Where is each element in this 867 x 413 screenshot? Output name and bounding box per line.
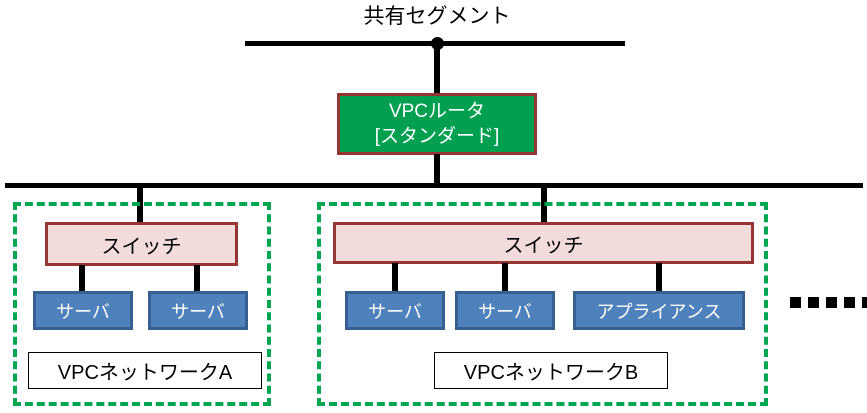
ellipsis-square-5 bbox=[862, 297, 867, 308]
switch-b-box[interactable]: スイッチ bbox=[333, 222, 754, 264]
vpc-network-a-label: VPCネットワークA bbox=[57, 362, 233, 384]
shared-segment-title: 共有セグメント bbox=[363, 5, 511, 28]
switch-b-port-1-line bbox=[392, 263, 398, 293]
ellipsis-square-4 bbox=[844, 297, 855, 308]
vpc-network-b-label: VPCネットワークB bbox=[463, 362, 639, 384]
vpc-router-label-line1: VPCルータ bbox=[388, 101, 486, 122]
router-uplink-line bbox=[434, 44, 440, 95]
switch-a-box[interactable]: スイッチ bbox=[45, 222, 238, 266]
vpc-b-node-appliance-label: アプライアンス bbox=[596, 301, 722, 322]
vpc-router-box[interactable]: VPCルータ [スタンダード] bbox=[337, 93, 537, 155]
vpc-network-b-container bbox=[317, 202, 768, 406]
router-downlink-line bbox=[434, 154, 440, 187]
ellipsis-square-3 bbox=[826, 297, 837, 308]
switch-a-port-2-line bbox=[194, 265, 200, 293]
vpc-network-a-label-box: VPCネットワークA bbox=[28, 352, 262, 389]
switch-b-label: スイッチ bbox=[503, 234, 584, 257]
more-networks-ellipsis-icon bbox=[790, 297, 867, 308]
switch-b-port-2-line bbox=[502, 263, 508, 293]
vpc-backbone-bus-line bbox=[5, 183, 863, 188]
vpc-a-node-server-2[interactable]: サーバ bbox=[148, 291, 248, 330]
vpc-a-node-server-1-label: サーバ bbox=[56, 301, 110, 322]
vpc-network-b-label-box: VPCネットワークB bbox=[434, 352, 668, 389]
vpc-a-node-server-2-label: サーバ bbox=[171, 301, 225, 322]
ellipsis-square-2 bbox=[808, 297, 819, 308]
vpc-b-node-appliance[interactable]: アプライアンス bbox=[573, 291, 745, 330]
switch-b-port-3-line bbox=[656, 263, 662, 293]
ellipsis-square-1 bbox=[790, 297, 801, 308]
vpc-network-a-container bbox=[13, 202, 271, 406]
vpc-b-node-server-2[interactable]: サーバ bbox=[455, 291, 555, 330]
vpc-router-label-line2: [スタンダード] bbox=[374, 126, 500, 147]
switch-a-label: スイッチ bbox=[101, 235, 182, 258]
vpc-b-node-server-1-label: サーバ bbox=[368, 301, 422, 322]
vpc-b-node-server-1[interactable]: サーバ bbox=[345, 291, 445, 330]
vpc-a-node-server-1[interactable]: サーバ bbox=[33, 291, 133, 330]
switch-a-port-1-line bbox=[79, 265, 85, 293]
vpc-b-node-server-2-label: サーバ bbox=[478, 301, 532, 322]
